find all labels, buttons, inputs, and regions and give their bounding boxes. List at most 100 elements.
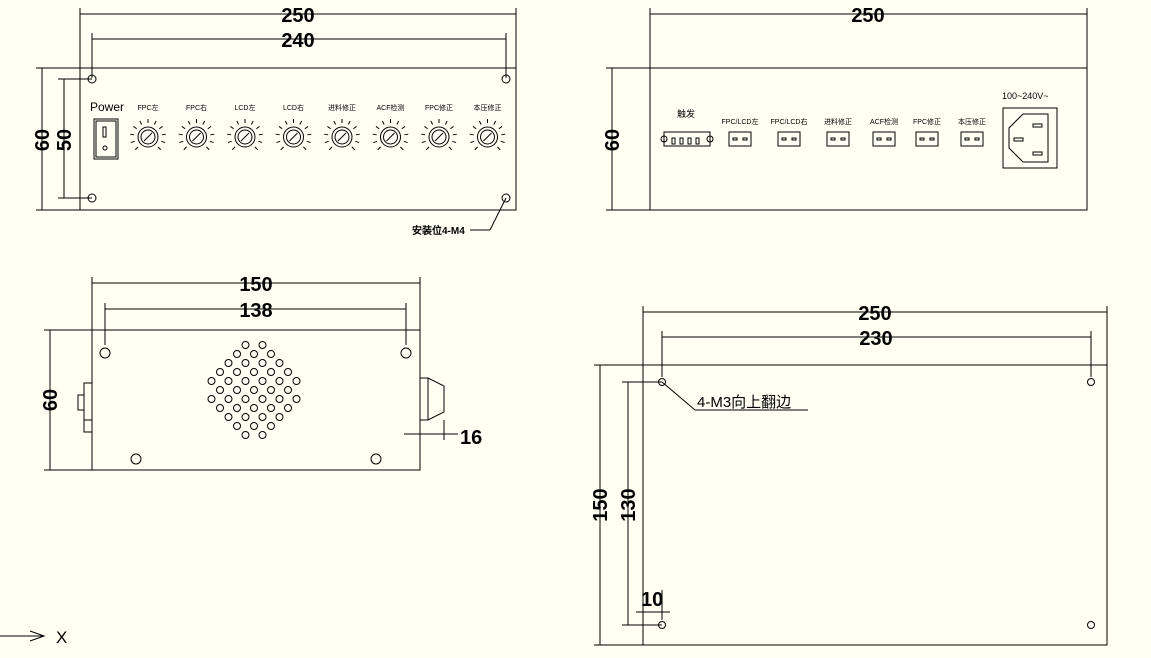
power-socket-label: 100~240V~ bbox=[1002, 91, 1049, 101]
knob: 进料修正 bbox=[324, 103, 360, 151]
knob-label: FPC修正 bbox=[425, 103, 453, 112]
side-dim-60: 60 bbox=[40, 389, 62, 411]
connector: FPC/LCD左 bbox=[722, 117, 759, 147]
vent-hole bbox=[258, 395, 267, 403]
power-switch bbox=[93, 118, 119, 160]
connector: 进料修正 bbox=[824, 117, 852, 147]
vent-hole bbox=[292, 395, 301, 403]
front-dim-50: 50 bbox=[54, 129, 76, 151]
front-dim-240: 240 bbox=[281, 30, 314, 52]
vent-hole bbox=[258, 431, 267, 439]
vent-hole bbox=[267, 404, 275, 412]
knob: 本压修正 bbox=[469, 103, 506, 151]
vent-hole bbox=[284, 404, 292, 412]
vent-hole bbox=[216, 368, 224, 376]
connector: FPC/LCD右 bbox=[771, 117, 807, 147]
vent-hole bbox=[258, 377, 267, 385]
front-dim-60: 60 bbox=[32, 129, 54, 151]
vent-hole bbox=[233, 350, 241, 358]
vent-hole bbox=[275, 359, 284, 367]
bottom-dim-10: 10 bbox=[641, 589, 663, 611]
vent-hole bbox=[241, 431, 250, 439]
vent-hole bbox=[267, 368, 275, 376]
vent-hole bbox=[284, 368, 292, 376]
vent-hole bbox=[267, 386, 275, 394]
vent-hole bbox=[207, 377, 216, 385]
connector-label: ACF检测 bbox=[870, 117, 898, 126]
vent-hole bbox=[241, 341, 250, 349]
knob: FPC左 bbox=[130, 103, 166, 151]
vent-hole bbox=[275, 377, 284, 385]
knob: LCD左 bbox=[227, 103, 263, 151]
front-view: 250 240 60 50 Power FPC左 FPC右 LCD左 LCD右 进料修正… bbox=[32, 5, 517, 237]
vent-hole bbox=[250, 404, 258, 412]
side-dim-16: 16 bbox=[460, 427, 482, 449]
side-dim-138: 138 bbox=[239, 300, 272, 322]
front-dim-250: 250 bbox=[281, 5, 314, 27]
vent-hole bbox=[258, 341, 267, 349]
knob-label: 本压修正 bbox=[474, 103, 502, 112]
vent-hole bbox=[275, 413, 284, 421]
hole-note: 4-M3向上翻边 bbox=[697, 394, 791, 411]
vent-hole bbox=[241, 395, 250, 403]
iec-power-socket bbox=[1002, 107, 1058, 169]
power-label: Power bbox=[90, 100, 124, 114]
vent-hole bbox=[224, 395, 233, 403]
knob: LCD右 bbox=[275, 103, 312, 151]
trigger-terminal bbox=[660, 131, 714, 147]
bottom-dim-250: 250 bbox=[858, 303, 891, 325]
vent-hole bbox=[241, 359, 250, 367]
vent-hole bbox=[267, 422, 275, 430]
vent-hole bbox=[258, 413, 267, 421]
bottom-outline bbox=[642, 364, 1108, 646]
vent-hole bbox=[241, 413, 250, 421]
connector: 本压修正 bbox=[958, 117, 986, 147]
bottom-dim-150: 150 bbox=[590, 488, 612, 521]
knob-label: FPC左 bbox=[138, 103, 159, 112]
vent-hole bbox=[241, 377, 250, 385]
front-panel-outline bbox=[79, 67, 517, 211]
rear-view: 250 60 触发 FPC/LCD左 FPC/LCD右 进料修正 ACF检测 FPC修正… bbox=[602, 5, 1088, 211]
rear-dim-250: 250 bbox=[851, 5, 884, 27]
vent-hole bbox=[258, 359, 267, 367]
vent-hole bbox=[250, 422, 258, 430]
rear-dim-60: 60 bbox=[602, 129, 624, 151]
vent-hole bbox=[216, 404, 224, 412]
connector-label: 本压修正 bbox=[958, 117, 986, 126]
vent-hole bbox=[207, 395, 216, 403]
connector-label: FPC修正 bbox=[913, 117, 941, 126]
side-dim-150: 150 bbox=[239, 274, 272, 296]
vent-hole bbox=[233, 368, 241, 376]
vent-hole bbox=[233, 422, 241, 430]
axis-label: X bbox=[56, 628, 67, 647]
vent-hole bbox=[292, 377, 301, 385]
vent-hole bbox=[250, 386, 258, 394]
side-view: 150 138 60 16 bbox=[40, 274, 482, 471]
knob-label: ACF检测 bbox=[377, 103, 405, 112]
knob: ACF检测 bbox=[372, 103, 409, 151]
knob-label: LCD右 bbox=[283, 103, 304, 112]
knob-label: 进料修正 bbox=[328, 103, 356, 112]
connector-label: FPC/LCD左 bbox=[722, 117, 759, 126]
rear-connector-profile bbox=[77, 382, 92, 433]
rear-panel-outline bbox=[649, 67, 1088, 211]
vent-hole bbox=[224, 377, 233, 385]
power-switch-profile bbox=[420, 377, 445, 421]
vent-hole bbox=[233, 386, 241, 394]
ucs-axis-icon: X bbox=[0, 628, 67, 647]
vent-hole bbox=[284, 386, 292, 394]
vent-hole bbox=[224, 359, 233, 367]
knob-label: FPC右 bbox=[186, 103, 207, 112]
vent-hole bbox=[267, 350, 275, 358]
bottom-dim-230: 230 bbox=[859, 328, 892, 350]
vent-hole bbox=[275, 395, 284, 403]
knob-label: LCD左 bbox=[234, 103, 255, 112]
vent-hole bbox=[216, 386, 224, 394]
vent-hole bbox=[250, 350, 258, 358]
mount-note: 安装位4-M4 bbox=[412, 224, 465, 237]
vent-hole bbox=[233, 404, 241, 412]
side-outline bbox=[91, 329, 421, 471]
trigger-label: 触发 bbox=[677, 108, 695, 119]
connector-label: 进料修正 bbox=[824, 117, 852, 126]
